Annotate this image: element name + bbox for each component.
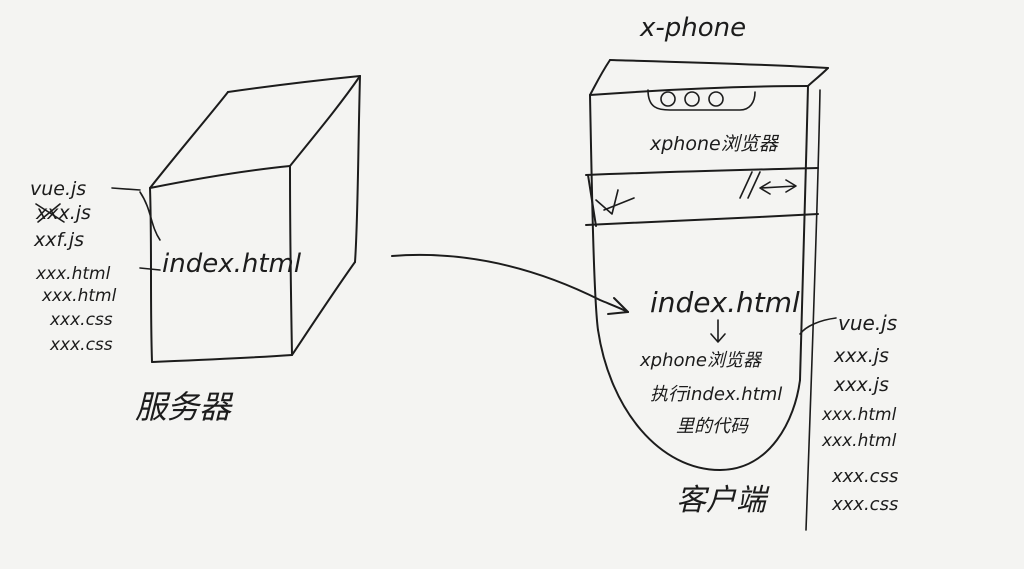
client-file-xxx-css-1: xxx.css (831, 466, 898, 487)
server-file-arrow (111, 187, 141, 191)
strike-mark (37, 203, 61, 223)
nav-icon (739, 171, 761, 199)
transfer-arrow-head (613, 297, 629, 313)
server-file-list: vue.js xxx.js xxf.js xxx.html xxx.html x… (30, 178, 161, 355)
explanation-line-1: xphone浏览器 (639, 350, 763, 371)
server-file-vue-js: vue.js (30, 178, 86, 200)
server-file-xxx-css-1: xxx.css (49, 310, 113, 330)
client-file-list: vue.js xxx.js xxx.js xxx.html xxx.html x… (799, 311, 898, 515)
back-arrow-icon (595, 189, 635, 215)
server-file-xxx-css-2: xxx.css (49, 335, 113, 355)
device-title: x-phone (639, 13, 746, 43)
client-index-html-label: index.html (650, 286, 800, 319)
explanation-line-2: 执行index.html (650, 384, 782, 405)
server-cube (139, 75, 361, 363)
client-caption: 客户端 (676, 483, 770, 518)
camera-dot-icon (684, 91, 700, 107)
server-caption: 服务器 (135, 388, 234, 426)
camera-dot-icon (708, 91, 724, 107)
camera-dot-icon (660, 91, 676, 107)
client-file-xxx-js-2: xxx.js (833, 374, 889, 396)
transfer-arrow (391, 253, 629, 313)
browser-address-bar (585, 167, 819, 227)
client-file-vue-js: vue.js (838, 311, 897, 335)
server-file-arrow (139, 267, 161, 271)
client-file-xxx-js-1: xxx.js (833, 345, 889, 367)
server-file-xxx-html-2: xxx.html (41, 286, 117, 306)
phone-outline (589, 59, 829, 531)
phone-notch (647, 89, 756, 111)
transfer-arrow-head (607, 311, 629, 315)
server-index-html-label: index.html (162, 249, 302, 279)
explanation-line-3: 里的代码 (676, 416, 749, 437)
browser-label: xphone浏览器 (649, 133, 780, 155)
client-file-xxx-html-1: xxx.html (821, 405, 897, 425)
client-file-xxx-css-2: xxx.css (831, 494, 898, 515)
server-file-xxf-js: xxf.js (33, 229, 84, 251)
server-file-xxx-js: xxx.js (35, 202, 91, 224)
client-file-xxx-html-2: xxx.html (821, 431, 897, 451)
client-file-arrow (799, 317, 837, 335)
server-file-xxx-html-1: xxx.html (35, 264, 111, 284)
down-arrow-icon (710, 319, 726, 343)
switch-arrows-icon (759, 179, 797, 195)
